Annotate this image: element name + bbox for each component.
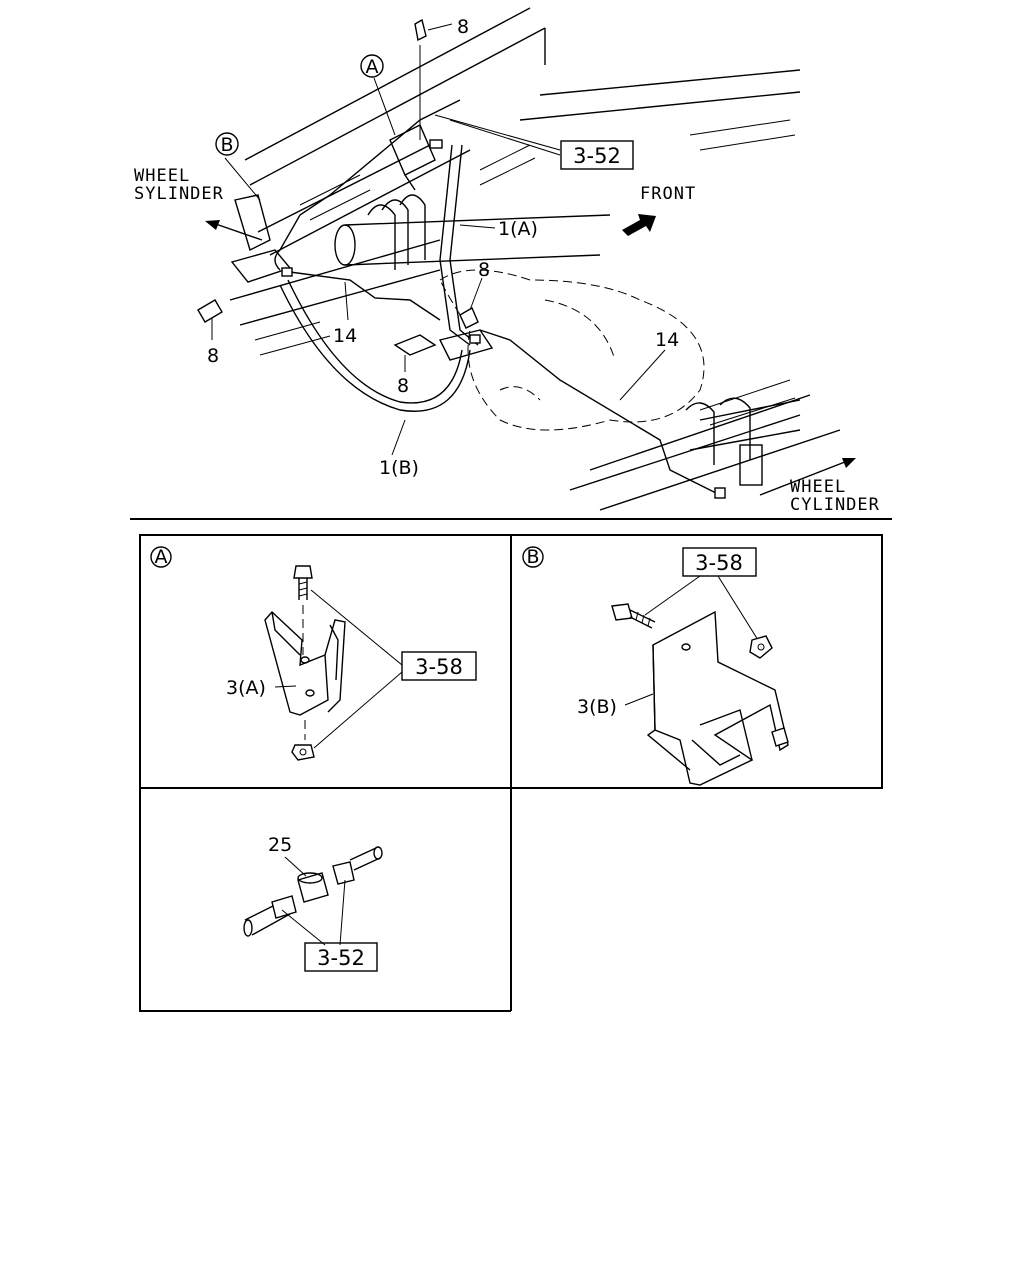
detail-c-ref-box	[304, 942, 378, 972]
detail-a-badge: A	[155, 546, 168, 568]
front-arrow-icon	[622, 214, 656, 236]
detail-b: B 3-58 3(B)	[522, 546, 789, 786]
label-8-center: 8	[397, 375, 409, 397]
detail-a-ref-label: 3-58	[415, 655, 463, 679]
detail-c-part-label: 25	[268, 834, 292, 856]
label-14-right: 14	[655, 329, 679, 351]
callout-a-marker: A	[360, 54, 384, 78]
ref-box-3-52-top-label: 3-52	[573, 144, 621, 168]
detail-a-ref-box	[401, 651, 477, 681]
brake-lines	[274, 18, 726, 499]
detail-panels-frame	[139, 534, 883, 1012]
label-14-left: 14	[333, 325, 357, 347]
frame-rail	[244, 7, 801, 256]
detail-a-part-label: 3(A)	[226, 677, 266, 699]
callout-b-text: B	[220, 134, 233, 156]
detail-c: 25 3-52	[243, 834, 383, 972]
leaders	[205, 23, 856, 496]
label-1b: 1(B)	[379, 457, 419, 479]
detail-b-ref-label: 3-58	[695, 551, 743, 575]
ref-box-3-52-top	[560, 140, 634, 170]
wheel-cylinder-left-line2: SYLINDER	[134, 184, 224, 204]
detail-b-ref-box	[682, 547, 757, 577]
main-exploded-view: A B 3-52 WHEEL SYLINDER WHEEL CYLINDER F…	[134, 7, 880, 515]
label-8-left: 8	[207, 345, 219, 367]
wheel-cylinder-left-line1: WHEEL	[134, 166, 190, 186]
label-8-right: 8	[478, 259, 490, 281]
wheel-cylinder-right-line2: CYLINDER	[790, 495, 880, 515]
detail-b-part-label: 3(B)	[577, 696, 617, 718]
label-8-top: 8	[457, 16, 469, 38]
detail-a: A 3-58 3(A)	[150, 546, 477, 761]
detail-b-badge: B	[526, 546, 539, 568]
detail-c-ref-label: 3-52	[317, 946, 365, 970]
axle-housing	[229, 194, 841, 511]
front-label: FRONT	[640, 184, 696, 204]
callout-b-marker: B	[215, 132, 239, 156]
label-1a: 1(A)	[498, 218, 538, 240]
callout-a-text: A	[366, 56, 379, 78]
wheel-cylinder-right-line1: WHEEL	[790, 477, 846, 497]
